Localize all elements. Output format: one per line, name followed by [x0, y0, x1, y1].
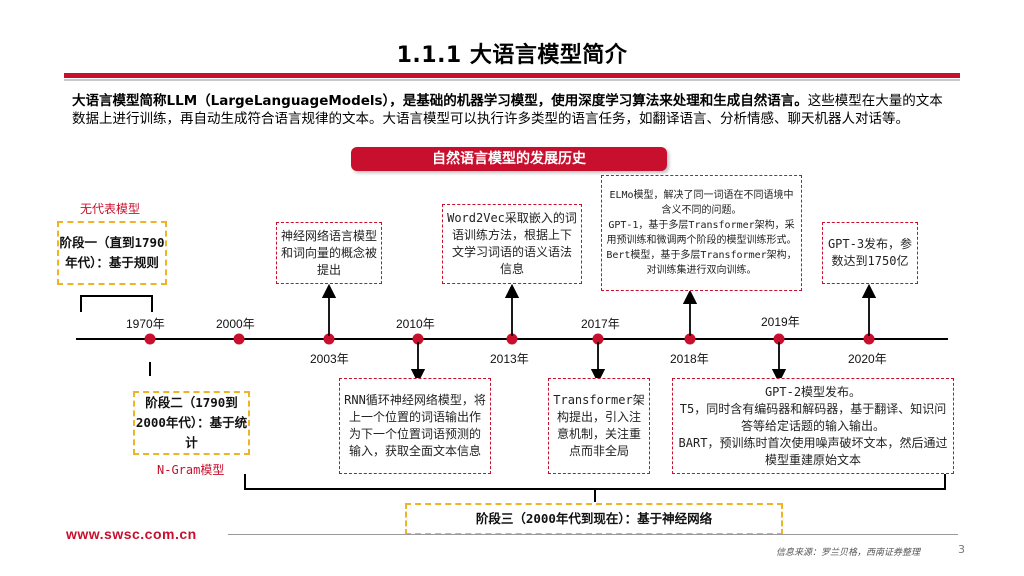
page-number: 3	[958, 543, 965, 556]
event-2018-elmo: ELMo模型，解决了同一词语在不同语境中含义不同的问题。	[609, 190, 794, 216]
dot-2017	[592, 333, 604, 345]
intro-rest: 这些模型在大量的文本数据上进行训练，再自动生成符合语言规律的文本。大语言模型可以…	[72, 93, 943, 127]
page-title: 1.1.1 大语言模型简介	[396, 43, 628, 68]
event-2010-text: RNN循环神经网络模型，将上一个位置的词语输出作为下一个位置词语预测的输入，获取…	[344, 393, 486, 458]
dot-2013	[506, 333, 518, 345]
year-2019: 2019年	[761, 315, 800, 329]
event-2020-box: GPT-3发布，参数达到1750亿	[822, 222, 918, 284]
event-2018-box: ELMo模型，解决了同一词语在不同语境中含义不同的问题。 GPT-1，基于多层T…	[601, 175, 802, 291]
intro-paragraph: 大语言模型简称LLM（LargeLanguageModels），是基础的机器学习…	[72, 92, 952, 128]
footer-url[interactable]: www.swsc.com.cn	[66, 526, 197, 542]
event-2013-box: Word2Vec采取嵌入的词语训练方法，根据上下文学习词语的语义语法信息	[442, 204, 582, 284]
footer-divider	[228, 534, 958, 535]
event-2017-box: Transformer架构提出，引入注意机制，关注重点而非全局	[548, 378, 650, 474]
event-2019-gpt2: GPT-2模型发布。	[764, 384, 862, 399]
event-2010-box: RNN循环神经网络模型，将上一个位置的词语输出作为下一个位置词语预测的输入，获取…	[339, 378, 491, 474]
event-2003-text: 神经网络语言模型和词向量的概念被提出	[281, 228, 378, 277]
event-2020-text: GPT-3发布，参数达到1750亿	[827, 237, 913, 268]
dot-2010	[412, 333, 424, 345]
timeline-dots	[144, 333, 875, 345]
source-note: 信息来源：罗兰贝格，西南证券整理	[776, 548, 921, 558]
stage3-bracket	[244, 474, 946, 490]
year-2020: 2020年	[848, 352, 887, 366]
year-2010: 2010年	[396, 317, 435, 331]
dot-2018	[684, 333, 696, 345]
event-2019-t5: T5，同时含有编码器和解码器，基于翻译、知识问答等给定话题的输入输出。	[679, 401, 947, 433]
history-banner: 自然语言模型的发展历史	[351, 147, 667, 171]
stage3-text: 阶段三（2000年代到现在）：基于神经网络	[475, 511, 713, 526]
year-1970: 1970年	[126, 317, 165, 331]
stage1-text: 阶段一（直到1790年代）：基于规则	[59, 235, 165, 270]
stage2-label: N-Gram模型	[157, 463, 225, 477]
event-2003-box: 神经网络语言模型和词向量的概念被提出	[276, 222, 382, 284]
year-2017: 2017年	[581, 317, 620, 331]
dot-2020	[863, 333, 875, 345]
dot-2000	[233, 333, 245, 345]
event-2019-box: GPT-2模型发布。 T5，同时含有编码器和解码器，基于翻译、知识问答等给定话题…	[672, 378, 954, 474]
stage1-bracket	[80, 295, 153, 312]
stage1-box: 阶段一（直到1790年代）：基于规则	[57, 221, 167, 285]
stage2-box: 阶段二（1790到2000年代）：基于统计	[133, 391, 250, 455]
event-2017-text: Transformer架构提出，引入注意机制，关注重点而非全局	[553, 393, 645, 458]
event-2018-gpt1: GPT-1，基于多层Transformer架构，采用预训练和微调两个阶段的模型训…	[606, 220, 797, 246]
event-2013-text: Word2Vec采取嵌入的词语训练方法，根据上下文学习词语的语义语法信息	[447, 211, 577, 276]
title-underline-secondary	[64, 79, 960, 81]
stage3-box: 阶段三（2000年代到现在）：基于神经网络	[405, 503, 783, 535]
stage1-label: 无代表模型	[80, 202, 141, 216]
event-2018-bert: Bert模型，基于多层Transformer架构，对训练集进行双向训练。	[606, 250, 797, 276]
dot-2003	[323, 333, 335, 345]
year-2018: 2018年	[670, 352, 709, 366]
dot-2019	[773, 333, 785, 345]
dot-1970	[144, 333, 156, 345]
year-2013: 2013年	[490, 352, 529, 366]
event-2019-bart: BART，预训练时首次使用噪声破坏文本，然后通过模型重建原始文本	[678, 435, 948, 467]
stage2-text: 阶段二（1790到2000年代）：基于统计	[135, 395, 248, 450]
year-2003: 2003年	[310, 352, 349, 366]
title-underline	[64, 73, 960, 78]
year-2000: 2000年	[216, 317, 255, 331]
intro-bold: 大语言模型简称LLM（LargeLanguageModels），是基础的机器学习…	[72, 93, 808, 109]
